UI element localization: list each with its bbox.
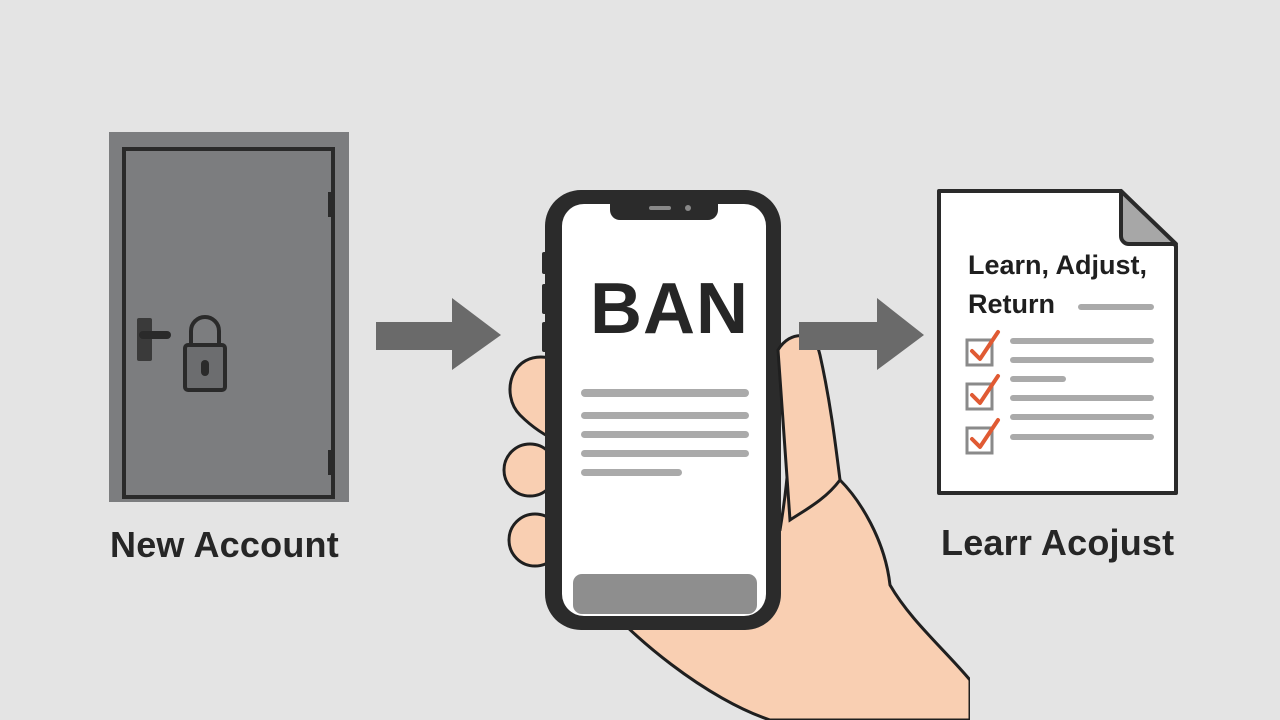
document-title-line1: Learn, Adjust, — [968, 250, 1148, 280]
step1-label: New Account — [110, 524, 339, 565]
checklist-document-icon — [936, 188, 1180, 496]
document-title-line2: Return — [968, 289, 1055, 319]
document-title: Learn, Adjust, Return — [968, 248, 1147, 321]
padlock-icon — [183, 315, 227, 392]
checkbox-checked-icon — [965, 418, 1000, 455]
hand-holding-phone-icon — [490, 180, 970, 720]
checkbox-checked-icon — [965, 330, 1000, 367]
checkbox-checked-icon — [965, 374, 1000, 411]
ban-screen-title: BAN — [590, 269, 749, 349]
locked-door-icon — [109, 132, 349, 502]
arrow-right-icon — [799, 298, 925, 372]
arrow-right-icon — [376, 298, 502, 372]
step3-label: Learr Acojust — [941, 522, 1175, 563]
